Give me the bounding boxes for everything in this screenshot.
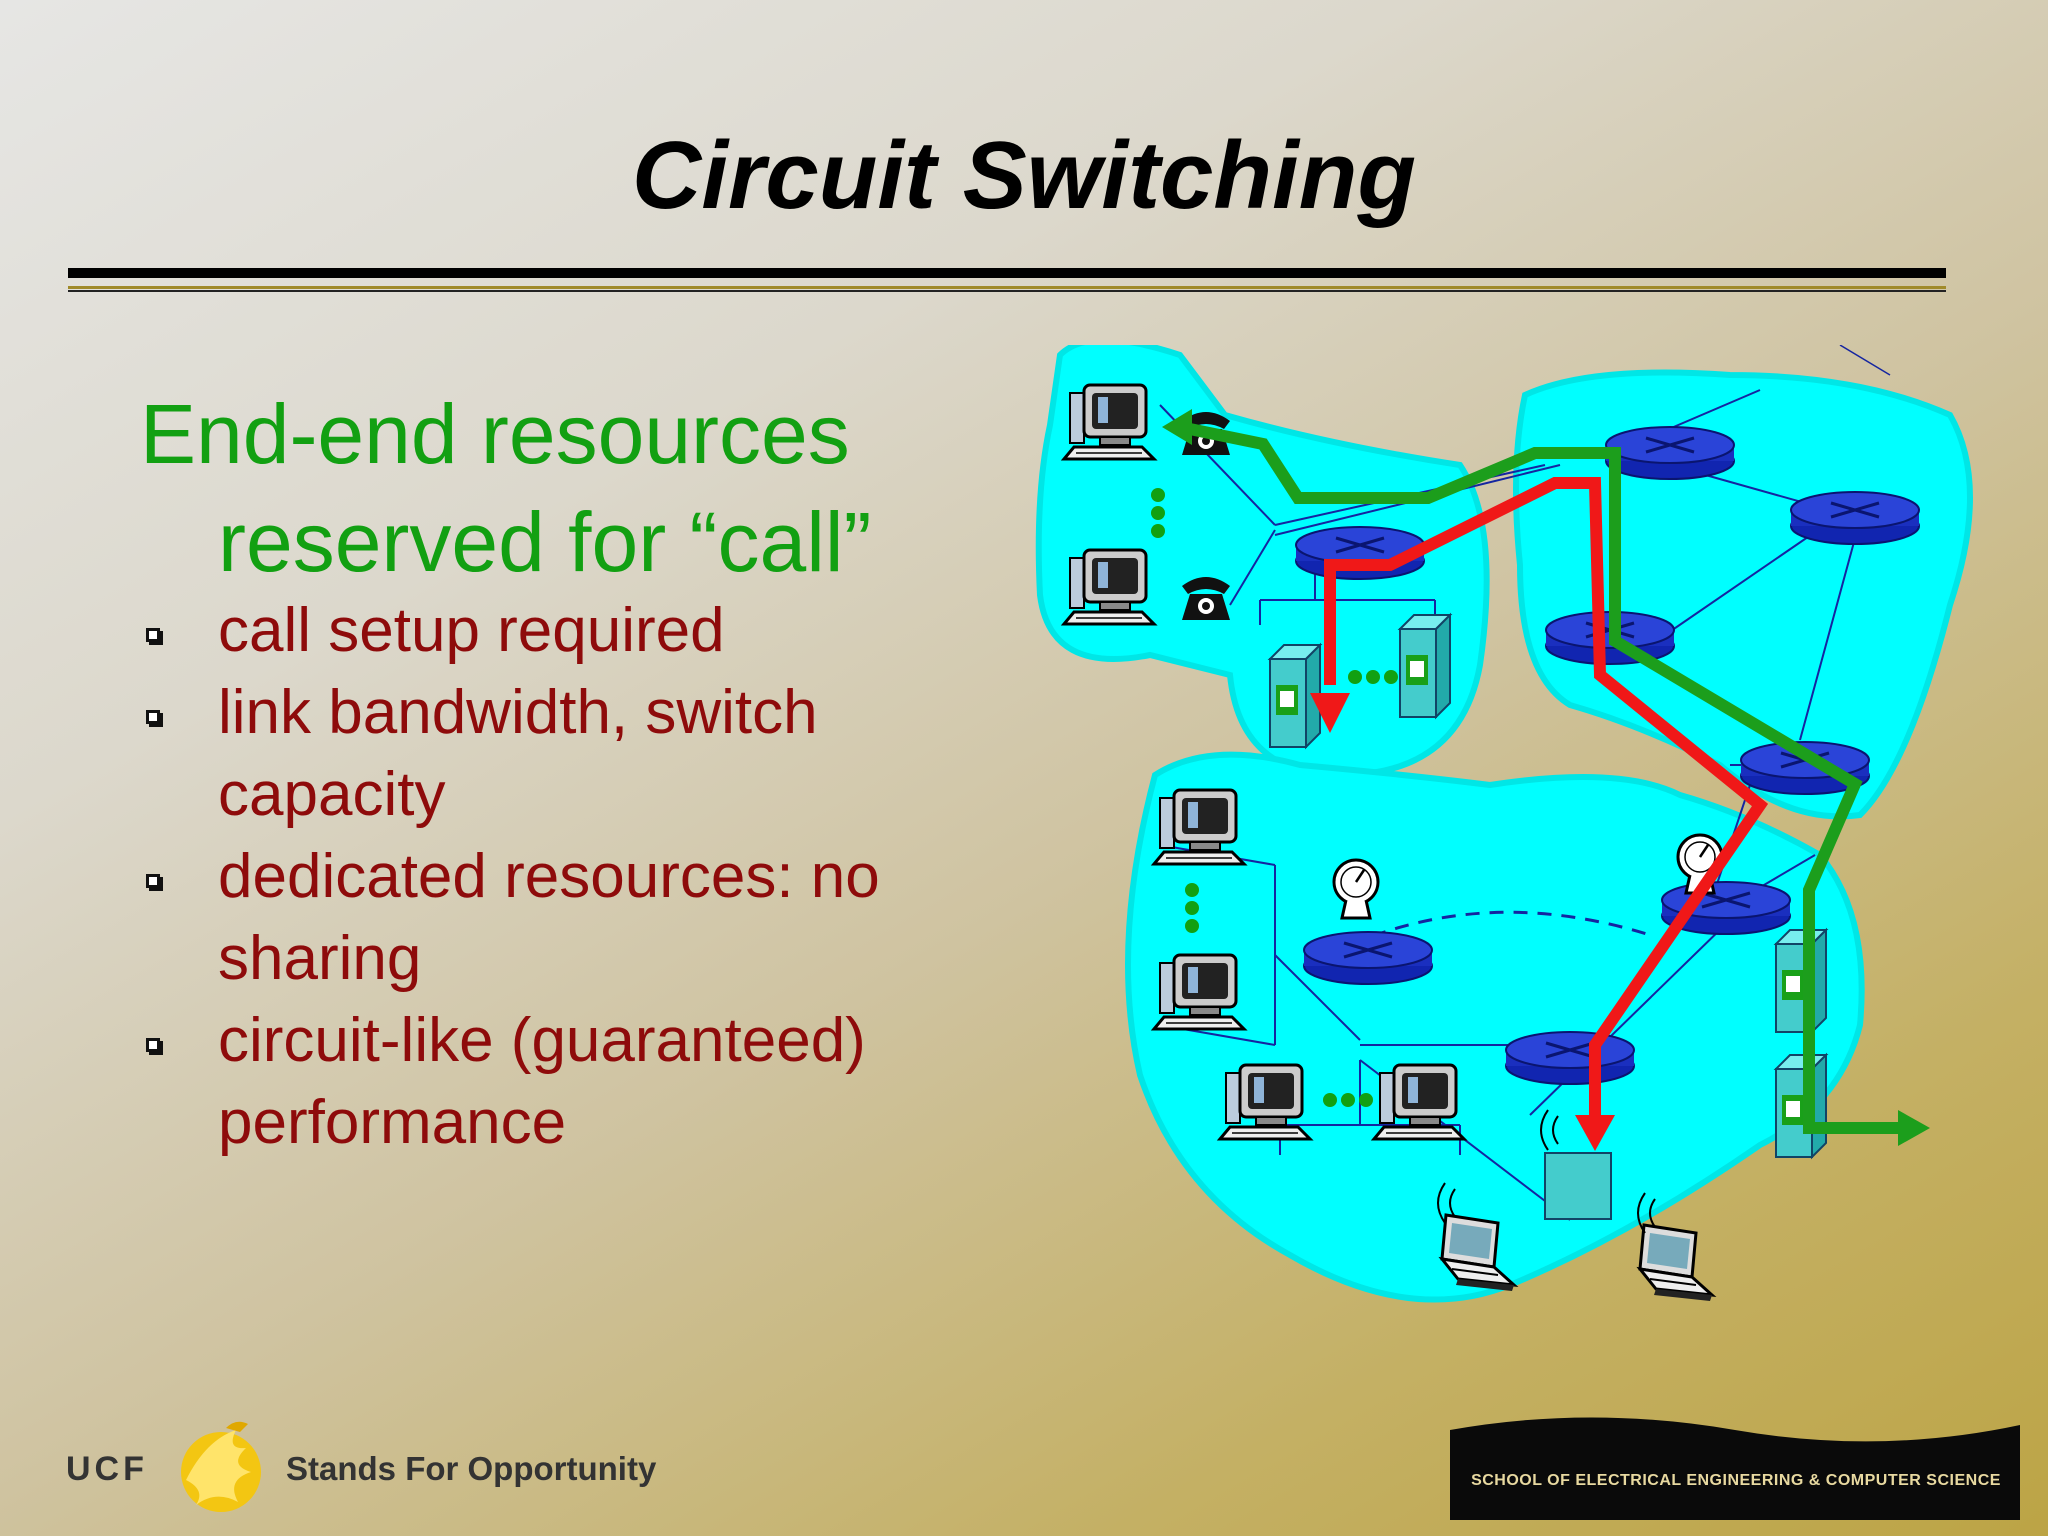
satellite-link xyxy=(1349,910,1651,947)
red-arrowhead-bottom xyxy=(1575,1115,1615,1151)
bullet-box-icon xyxy=(146,628,160,642)
bullet-box-icon xyxy=(146,710,160,724)
bullet-text: dedicated resources: no xyxy=(218,842,880,911)
main-point-line-1: End-end resources xyxy=(140,387,850,481)
green-arrowhead-right xyxy=(1898,1110,1930,1146)
bullet-item: circuit-like (guaranteed) performance xyxy=(140,1000,1040,1164)
region-left-top xyxy=(1035,345,1490,779)
router-icon xyxy=(1789,490,1921,546)
region-right-top xyxy=(1513,369,1973,820)
bullet-item: link bandwidth, switch capacity xyxy=(140,672,1040,836)
desktop-computer-icon xyxy=(1218,1063,1312,1141)
desktop-computer-icon xyxy=(1152,788,1246,866)
pegasus-logo-icon xyxy=(181,1421,261,1512)
server-icon xyxy=(1399,614,1451,718)
bullet-text: call setup required xyxy=(218,596,725,665)
title-rule-thin xyxy=(68,290,1946,292)
router-icon xyxy=(1504,1030,1636,1086)
tagline: Stands For Opportunity xyxy=(286,1450,657,1487)
bullet-text: circuit-like (guaranteed) xyxy=(218,1006,866,1075)
bullet-text: link bandwidth, switch xyxy=(218,678,818,747)
bullet-box-icon xyxy=(146,874,160,888)
ucf-wordmark: UCF xyxy=(66,1450,148,1488)
main-point: End-end resources reserved for “call” xyxy=(140,380,1000,596)
title-rule xyxy=(68,268,1946,278)
server-icon xyxy=(1775,1054,1827,1158)
wireless-access-point-icon xyxy=(1544,1152,1612,1220)
title-rule-accent xyxy=(68,286,1946,289)
bullet-list: call setup required link bandwidth, swit… xyxy=(140,590,1040,1164)
laptop-icon xyxy=(1638,1223,1714,1303)
telephone-icon xyxy=(1182,577,1230,620)
bullet-text-continued: sharing xyxy=(218,924,422,993)
red-circuit-path xyxy=(1324,477,1769,1131)
bullet-box-icon xyxy=(146,1038,160,1052)
school-banner xyxy=(1450,1417,2020,1520)
slide-title: Circuit Switching xyxy=(631,122,1417,229)
bullet-item: call setup required xyxy=(140,590,1040,672)
bullet-item: dedicated resources: no sharing xyxy=(140,836,1040,1000)
main-point-line-2: reserved for “call” xyxy=(218,495,872,589)
red-arrowhead-left xyxy=(1310,693,1350,733)
server-icon xyxy=(1775,929,1827,1033)
network-diagram xyxy=(1035,345,1973,1303)
green-arrowhead-left xyxy=(1162,409,1192,445)
desktop-computer-icon xyxy=(1062,383,1156,461)
desktop-computer-icon xyxy=(1062,548,1156,626)
desktop-computer-icon xyxy=(1152,953,1246,1031)
school-name: SCHOOL OF ELECTRICAL ENGINEERING & COMPU… xyxy=(1471,1472,2001,1489)
green-circuit-path xyxy=(1178,421,1910,1134)
bullet-text-continued: capacity xyxy=(218,760,446,829)
bullet-text-continued: performance xyxy=(218,1088,567,1157)
router-icon xyxy=(1604,425,1736,481)
desktop-computer-icon xyxy=(1372,1063,1466,1141)
router-icon xyxy=(1302,930,1434,986)
ellipsis-dots xyxy=(1151,488,1398,1107)
